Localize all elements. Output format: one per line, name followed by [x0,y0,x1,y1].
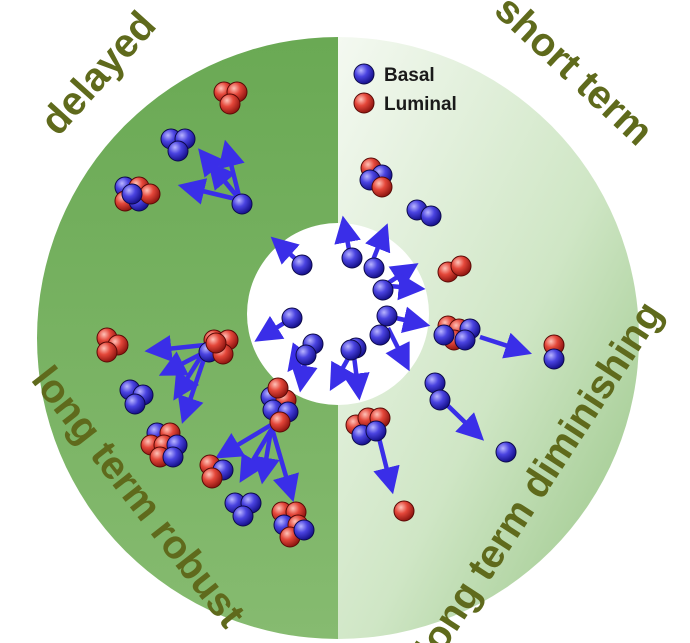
arrow [479,332,532,359]
basal-cell [376,305,398,327]
luminal-cell [219,93,241,115]
luminal-cell [139,183,161,205]
basal-cell [372,279,394,301]
basal-cell [543,348,565,370]
luminal-cell [371,176,393,198]
basal-cell [363,257,385,279]
arrow [207,161,242,202]
arrow [268,424,299,503]
basal-cell [124,393,146,415]
basal-cell [231,193,253,215]
basal-cell [365,420,387,442]
basal-cell [369,324,391,346]
basal-cell [340,339,362,361]
basal-cell [295,344,317,366]
basal-cell [341,247,363,269]
arrow [253,429,280,485]
basal-cell [162,446,184,468]
luminal-cell [267,377,289,399]
luminal-cell [201,467,223,489]
arrow [215,423,273,459]
arrow [177,178,241,205]
luminal-cell [393,500,415,522]
arrow [388,273,426,301]
luminal-cell [269,411,291,433]
legend: Basal Luminal [353,63,457,115]
arrow [385,326,410,372]
luminal-cell [96,341,118,363]
luminal-cell [450,255,472,277]
arrow [144,335,206,362]
cells [96,81,565,548]
legend-basal-label: Basal [384,65,435,86]
basal-cell [232,505,254,527]
luminal-cell [205,332,227,354]
basal-cell [429,389,451,411]
arrow [239,428,273,483]
basal-cell [420,205,442,227]
basal-cell [167,140,189,162]
basal-cell [281,307,303,329]
basal-cell [454,329,476,351]
ring-left-half [37,37,338,639]
legend-luminal-icon [353,92,375,114]
legend-basal-icon [353,63,375,85]
basal-cell [293,519,315,541]
legend-luminal-label: Luminal [384,94,457,115]
basal-cell [495,441,517,463]
basal-cell [121,183,143,205]
basal-cell [433,324,455,346]
basal-cell [291,254,313,276]
